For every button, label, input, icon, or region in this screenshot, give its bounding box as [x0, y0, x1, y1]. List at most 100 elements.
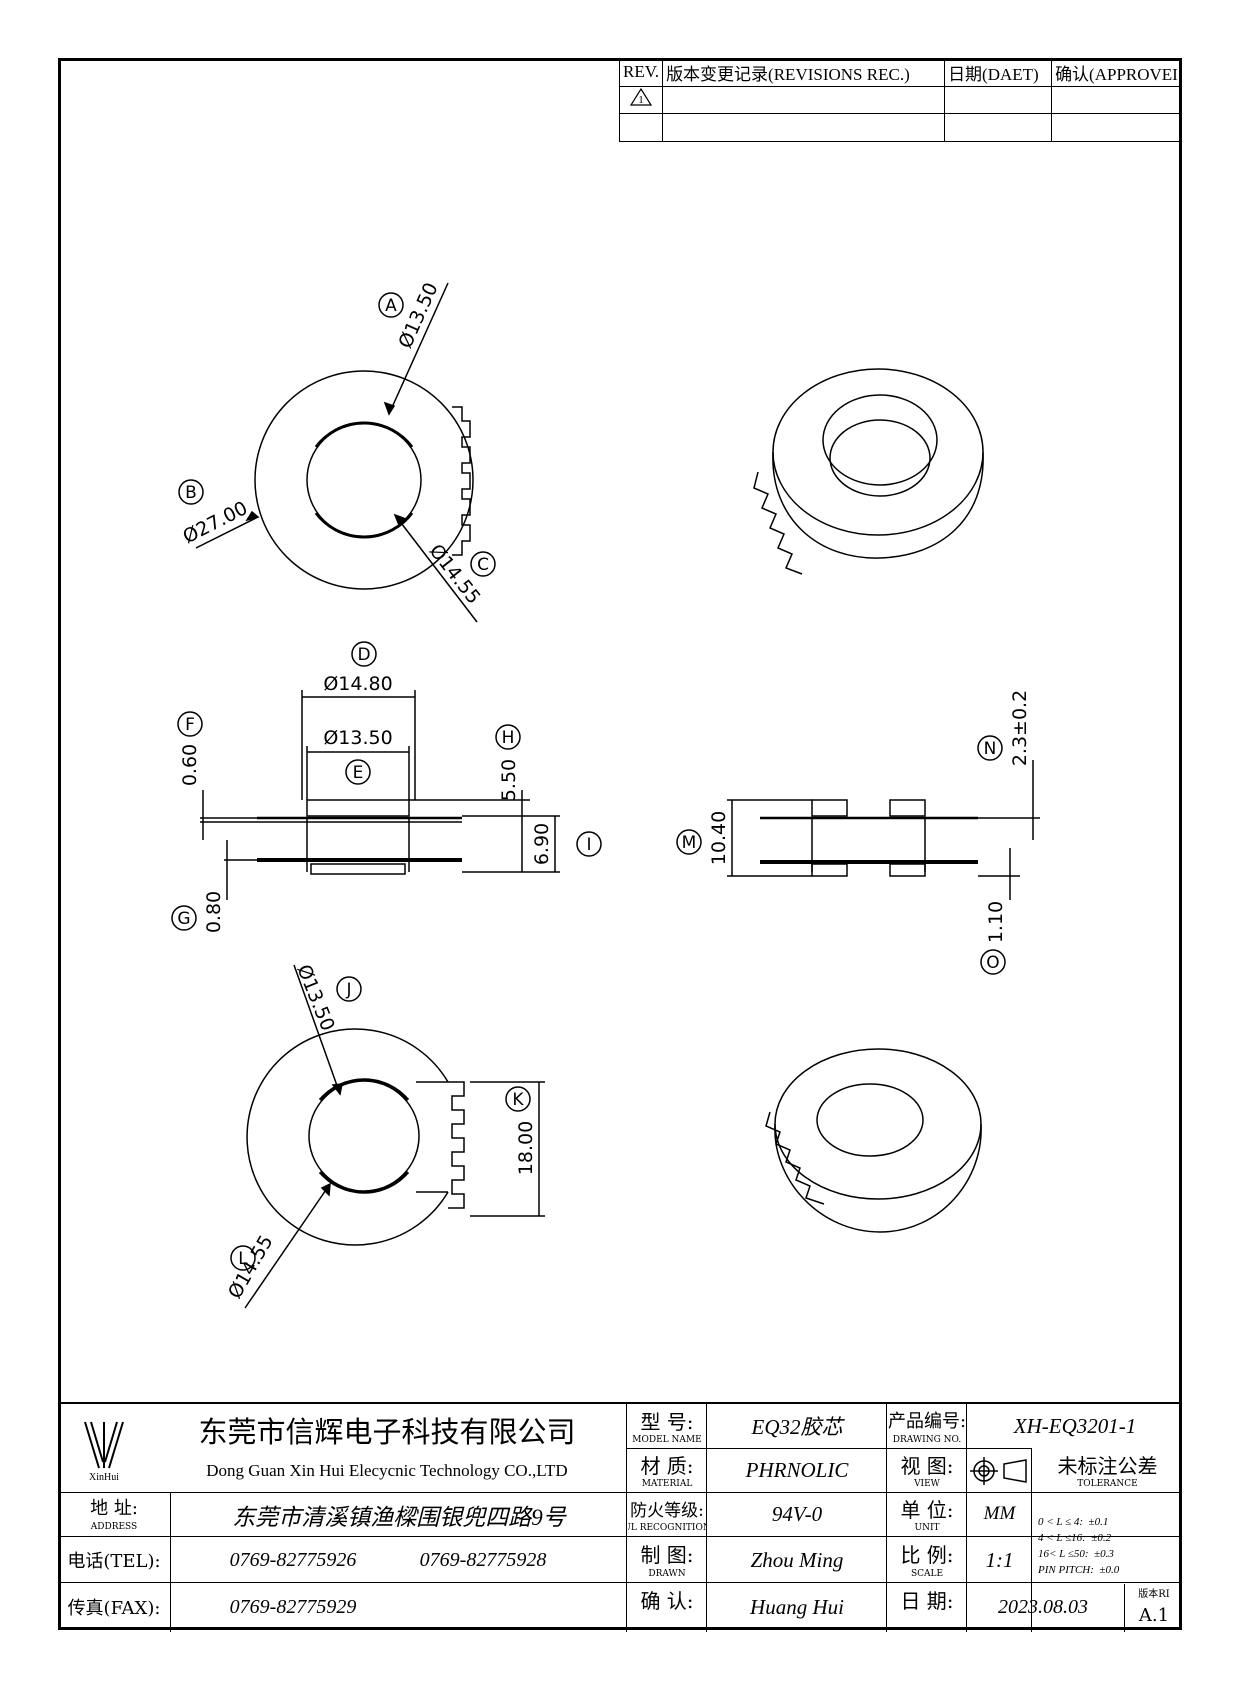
revision-number: 1 — [638, 94, 644, 106]
iso-outer-ellipse — [772, 368, 984, 536]
tolerance-row: 0 < L ≤ 4: ±0.1 — [1038, 1516, 1109, 1528]
tolerance-table: 0 < L ≤ 4: ±0.1 4 < L ≤16: ±0.2 16< L ≤5… — [1038, 1514, 1178, 1578]
dim-a: Ø13.50 — [394, 279, 442, 351]
top-view-inner-arc — [314, 421, 414, 448]
revision-triangle-icon: 1 — [629, 88, 653, 106]
grid-line — [58, 1492, 1182, 1493]
label-circle — [495, 724, 521, 750]
label-m: M — [682, 833, 697, 853]
label-circle — [470, 551, 496, 577]
side-view-left — [200, 690, 560, 900]
address-label-en: ADDRESS — [90, 1522, 138, 1532]
label-n: N — [984, 739, 997, 759]
grid-line — [706, 1404, 707, 1632]
dim-e: Ø13.50 — [323, 727, 392, 749]
side-view-right — [727, 760, 1040, 900]
label-circle — [977, 735, 1003, 761]
tel-label: 电话(TEL): — [67, 1551, 161, 1572]
dim-d: Ø14.80 — [323, 673, 392, 695]
label-circle — [505, 1086, 531, 1112]
iso-inner-ellipse — [829, 419, 931, 497]
leader-line — [388, 282, 449, 415]
tel-1: 0769-82775926 — [229, 1548, 357, 1571]
view-label: 视 图: — [900, 1453, 954, 1478]
tolerance-row: PIN PITCH: ±0.0 — [1038, 1564, 1120, 1576]
fax-value: 0769-82775929 — [229, 1595, 357, 1618]
date-header: 日期(DAET) — [944, 58, 1053, 87]
revision-cell — [1051, 113, 1182, 142]
dim-k: 18.00 — [515, 1121, 537, 1175]
scale-value: 1:1 — [985, 1547, 1014, 1572]
bottom-view-inner-arc — [318, 1171, 410, 1194]
ul-value: 94V-0 — [771, 1501, 823, 1526]
label-b: B — [185, 483, 197, 503]
drawn-label-en: DRAWN — [648, 1569, 686, 1579]
revision-cell — [1051, 85, 1182, 115]
iso-view-bottom — [765, 1048, 982, 1233]
drawn-label: 制 图: — [640, 1542, 694, 1567]
label-circle — [345, 759, 371, 785]
grid-line — [626, 1536, 1182, 1537]
leader-line — [244, 1183, 331, 1309]
tolerance-title-en: TOLERANCE — [1077, 1479, 1138, 1489]
bottom-view — [244, 964, 545, 1309]
address-value: 东莞市清溪镇渔樑围银兜四路9号 — [232, 1505, 566, 1530]
label-i: I — [586, 835, 591, 855]
drawing-no-value: XH-EQ3201-1 — [1013, 1413, 1137, 1438]
drawing-no-label: 产品编号: — [888, 1411, 966, 1432]
label-circle — [378, 292, 404, 318]
label-circle — [178, 479, 204, 505]
dim-m: 10.40 — [708, 811, 730, 865]
iso-outer-ellipse — [774, 1048, 982, 1200]
third-angle-projection-icon — [969, 1457, 1027, 1485]
ul-label: 防火等级: — [630, 1500, 704, 1521]
bottom-view-inner-circle — [308, 1080, 420, 1192]
date-label: 日 期: — [900, 1588, 954, 1613]
unit-value: MM — [983, 1503, 1016, 1524]
dim-j: Ø13.50 — [292, 961, 338, 1034]
version-value: A.1 — [1138, 1604, 1170, 1626]
label-l: L — [238, 1249, 248, 1269]
revisions-header: 版本变更记录(REVISIONS REC.) — [662, 58, 946, 87]
view-label-en: VIEW — [914, 1479, 940, 1489]
revision-cell — [618, 113, 664, 142]
scale-label: 比 例: — [900, 1542, 954, 1567]
leader-line — [195, 516, 259, 549]
label-o: O — [986, 953, 999, 973]
arrow-icon — [331, 1083, 343, 1096]
side-view-pin-bottom — [811, 863, 848, 877]
leader-line — [394, 514, 478, 623]
side-view-pin-top — [889, 799, 926, 817]
label-d: D — [357, 645, 370, 665]
fax-label: 传真(FAX): — [67, 1598, 161, 1619]
dim-i: 6.90 — [531, 823, 553, 865]
tolerance-row: 16< L ≤50: ±0.3 — [1038, 1548, 1114, 1560]
iso-rim — [774, 1123, 982, 1233]
drawing-no-label-en: DRAWING NO. — [892, 1435, 962, 1445]
label-a: A — [385, 296, 397, 316]
tel-2: 0769-82775928 — [419, 1548, 547, 1571]
side-view-pin-bottom — [889, 863, 926, 877]
dim-f: 0.60 — [179, 744, 201, 786]
label-c: C — [477, 555, 489, 575]
grid-line — [1031, 1448, 1032, 1632]
dim-l: Ø14.55 — [224, 1231, 278, 1302]
label-h: H — [502, 728, 515, 748]
scale-label-en: SCALE — [910, 1569, 944, 1579]
grid-line — [626, 1404, 627, 1632]
xinhui-logo-icon — [84, 1421, 124, 1468]
arrow-icon — [320, 1182, 331, 1197]
date-value: 2023.08.03 — [998, 1595, 1088, 1618]
tolerance-row: 4 < L ≤16: ±0.2 — [1038, 1532, 1112, 1544]
address-label: 地 址: — [90, 1498, 138, 1519]
arrow-icon — [393, 513, 408, 527]
label-g: G — [177, 909, 190, 929]
iso-rim — [772, 451, 984, 559]
side-view-pin-top — [811, 799, 848, 817]
company-name-cn: 东莞市信辉电子科技有限公司 — [198, 1415, 576, 1449]
iso-pins — [753, 471, 803, 575]
grid-line — [966, 1404, 967, 1632]
projection-symbol — [968, 1450, 1031, 1492]
version-label: 版本RI — [1138, 1588, 1170, 1600]
